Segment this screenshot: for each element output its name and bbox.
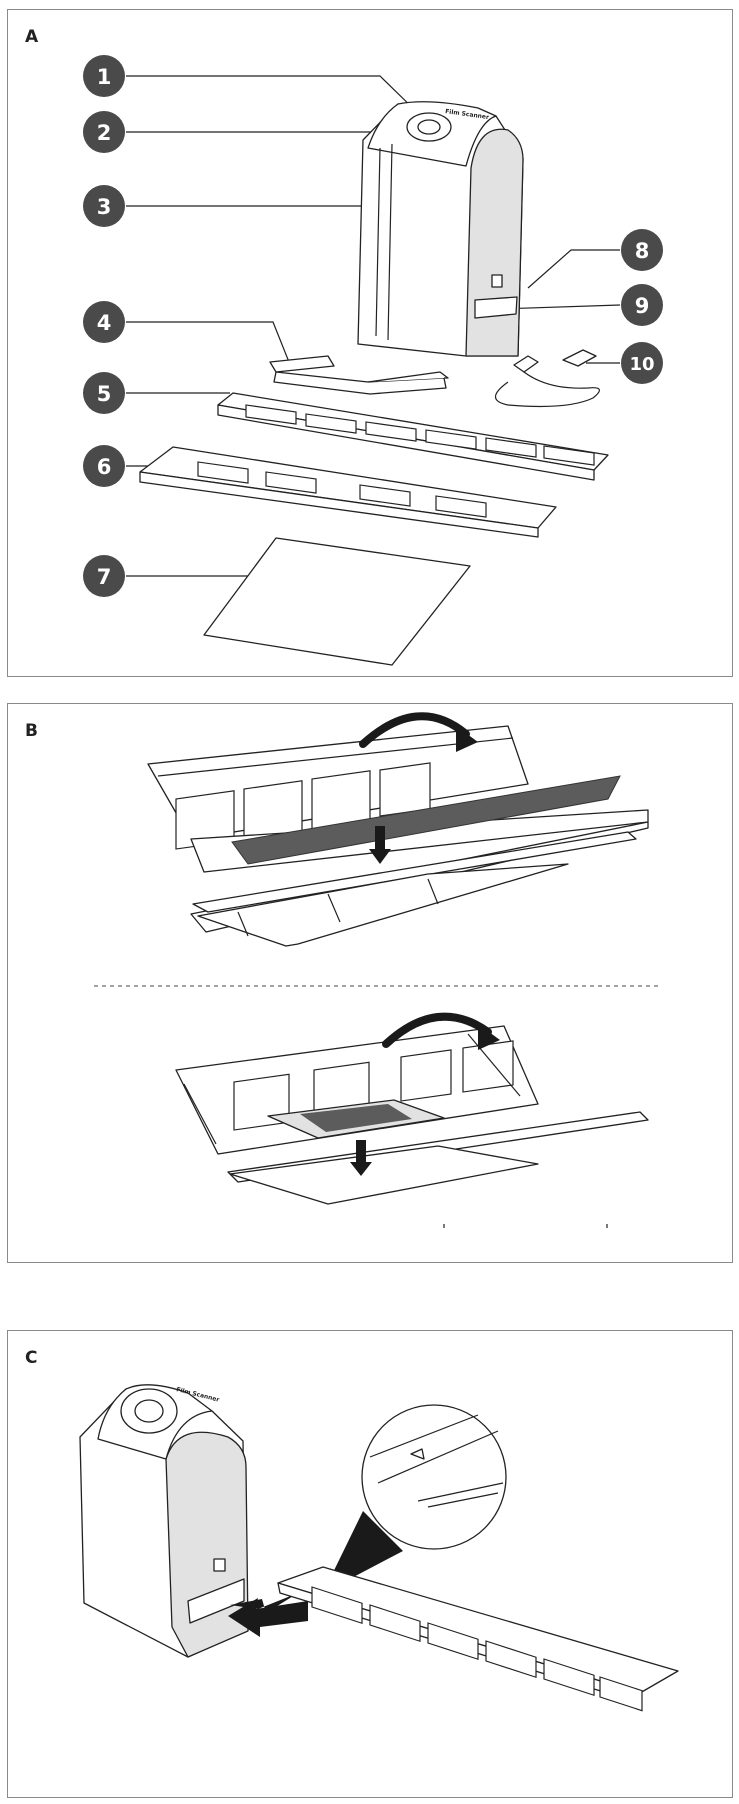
panel-c-figure: C Film Scanner bbox=[25, 1348, 679, 1712]
svg-text:9: 9 bbox=[635, 294, 650, 318]
svg-text:10: 10 bbox=[629, 354, 654, 375]
panel-c: C Film Scanner bbox=[7, 1330, 733, 1798]
film-strip bbox=[231, 775, 621, 865]
panel-a-label: A bbox=[25, 27, 39, 47]
logo-mark-side bbox=[213, 1558, 226, 1572]
usb-cable bbox=[494, 349, 600, 408]
panel-b-figure: B bbox=[25, 712, 658, 1228]
callout-badges: 1 2 3 4 5 6 7 8 9 10 bbox=[83, 55, 663, 597]
scanner-device-side: Film Scanner bbox=[79, 1384, 249, 1658]
down-arrow-icon bbox=[369, 826, 391, 864]
svg-text:7: 7 bbox=[97, 565, 112, 589]
slide-holder-open bbox=[175, 1012, 649, 1228]
svg-text:1: 1 bbox=[97, 65, 112, 89]
slide-holder bbox=[139, 446, 557, 538]
callout-2: 2 bbox=[83, 111, 125, 153]
fold-arrow-icon bbox=[359, 712, 470, 748]
callout-9: 9 bbox=[621, 284, 663, 326]
callout-8: 8 bbox=[621, 229, 663, 271]
down-arrow-icon-2 bbox=[350, 1140, 372, 1176]
film-slot bbox=[474, 296, 518, 319]
negative-holder bbox=[217, 392, 609, 481]
panel-b-label: B bbox=[25, 721, 38, 741]
fold-arrow-icon-2 bbox=[382, 1012, 492, 1048]
callout-5: 5 bbox=[83, 372, 125, 414]
panel-b: B bbox=[7, 703, 733, 1263]
cleaning-brush bbox=[269, 355, 449, 395]
svg-text:4: 4 bbox=[97, 311, 112, 335]
film-slot-side bbox=[187, 1578, 245, 1624]
callout-10: 10 bbox=[621, 342, 663, 384]
callout-7: 7 bbox=[83, 555, 125, 597]
callout-1: 1 bbox=[83, 55, 125, 97]
zoom-detail bbox=[323, 1404, 507, 1593]
insert-arrow-icon bbox=[230, 1593, 298, 1613]
svg-text:6: 6 bbox=[97, 455, 112, 479]
callout-4: 4 bbox=[83, 301, 125, 343]
negative-holder-insert bbox=[277, 1566, 679, 1712]
svg-text:3: 3 bbox=[97, 195, 112, 219]
svg-text:2: 2 bbox=[97, 121, 112, 145]
panel-a: A Film Scanner bbox=[7, 9, 733, 677]
logo-mark bbox=[491, 274, 503, 288]
scanner-device: Film Scanner bbox=[357, 101, 524, 357]
callout-3: 3 bbox=[83, 185, 125, 227]
panel-c-label: C bbox=[25, 1348, 37, 1368]
panel-a-figure: A Film Scanner bbox=[25, 27, 663, 666]
insert-arrow-body bbox=[228, 1598, 308, 1637]
svg-text:5: 5 bbox=[97, 382, 112, 406]
negative-holder-open bbox=[147, 712, 649, 947]
svg-text:8: 8 bbox=[635, 239, 650, 263]
callout-6: 6 bbox=[83, 445, 125, 487]
cleaning-cloth bbox=[203, 537, 471, 666]
